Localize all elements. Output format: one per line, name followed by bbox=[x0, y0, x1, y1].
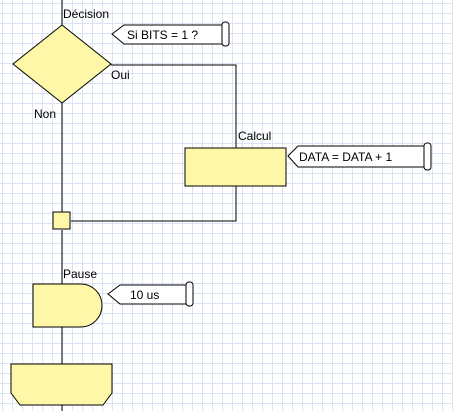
yes-branch-line bbox=[111, 64, 237, 148]
branch-yes-label: Oui bbox=[111, 68, 130, 82]
end-trapezoid[interactable] bbox=[10, 363, 113, 406]
pause-note-text: 10 us bbox=[130, 288, 159, 302]
calc-note: DATA = DATA + 1 bbox=[287, 142, 432, 171]
calc-process-box[interactable] bbox=[184, 147, 287, 187]
decision-title: Décision bbox=[63, 7, 109, 21]
decision-diamond[interactable] bbox=[12, 24, 112, 104]
pause-delay-shape[interactable] bbox=[32, 283, 103, 328]
calc-return-line bbox=[71, 186, 237, 222]
decision-note-text: Si BITS = 1 ? bbox=[127, 28, 198, 42]
junction-square[interactable] bbox=[52, 211, 71, 230]
decision-note: Si BITS = 1 ? bbox=[111, 21, 230, 47]
calc-note-text: DATA = DATA + 1 bbox=[299, 150, 392, 164]
pause-note: 10 us bbox=[107, 281, 194, 307]
branch-no-label: Non bbox=[34, 107, 56, 121]
calc-title: Calcul bbox=[238, 129, 271, 143]
pause-title: Pause bbox=[63, 267, 97, 281]
